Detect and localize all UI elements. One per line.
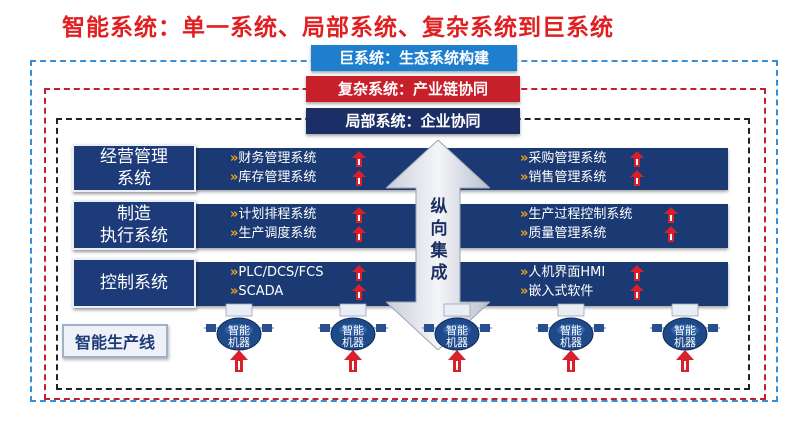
vertical-char: 向 (430, 219, 448, 239)
system-item: »生产调度系统 (230, 226, 316, 242)
system-item-label: 嵌入式软件 (528, 284, 594, 299)
system-item: »人机界面HMI (520, 265, 605, 281)
layer-band (196, 204, 728, 248)
robot-label-line1: 智能 (342, 323, 364, 337)
up-arrow-icon (352, 207, 366, 223)
system-item-label: 财务管理系统 (238, 151, 317, 166)
layer-label: 经营管理 系统 (72, 144, 196, 192)
robot-label-line2: 机器 (342, 335, 364, 349)
up-arrow-icon (352, 226, 366, 242)
system-item: »质量管理系统 (520, 226, 606, 242)
system-item-label: SCADA (238, 284, 284, 299)
complex-system-banner: 复杂系统：产业链协同 (306, 76, 520, 102)
vertical-char: 成 (430, 263, 448, 283)
chevron-icon: » (520, 265, 529, 280)
system-item: »库存管理系统 (230, 170, 316, 186)
up-arrow-icon (664, 226, 678, 242)
system-item-label: 库存管理系统 (238, 170, 317, 185)
up-arrow-icon (352, 265, 366, 281)
vertical-integration-arrow-icon (386, 140, 490, 350)
production-line-label: 智能生产线 (62, 324, 168, 358)
up-arrow-icon (352, 284, 366, 300)
robot-label-line1: 智能 (560, 323, 582, 337)
system-item-label: 生产调度系统 (238, 226, 317, 241)
vertical-integration-text: 纵 向 集 成 (428, 196, 450, 284)
chevron-icon: » (520, 226, 529, 241)
chevron-icon: » (520, 151, 529, 166)
chevron-icon: » (230, 170, 239, 185)
system-item-label: PLC/DCS/FCS (238, 265, 324, 280)
layer-label: 控制系统 (72, 258, 196, 308)
up-arrow-icon (630, 151, 644, 167)
chevron-icon: » (520, 284, 529, 299)
robot-label-line2: 机器 (446, 335, 468, 349)
system-item-label: 人机界面HMI (528, 265, 606, 280)
robot-label-line1: 智能 (446, 323, 468, 337)
local-system-banner: 局部系统：企业协同 (306, 108, 520, 134)
chevron-icon: » (520, 207, 529, 222)
system-item: »财务管理系统 (230, 151, 316, 167)
giant-system-banner: 巨系统：生态系统构建 (311, 45, 517, 71)
system-item-label: 生产过程控制系统 (528, 207, 633, 222)
chevron-icon: » (230, 226, 239, 241)
chevron-icon: » (520, 170, 529, 185)
up-arrow-icon (630, 265, 644, 281)
system-item: »PLC/DCS/FCS (230, 265, 323, 281)
vertical-char: 纵 (430, 197, 448, 217)
system-item: »计划排程系统 (230, 207, 316, 223)
system-item: »嵌入式软件 (520, 284, 593, 300)
up-arrow-icon (352, 170, 366, 186)
up-arrow-icon (630, 170, 644, 186)
up-arrow-icon (352, 151, 366, 167)
robot-label-line2: 机器 (674, 335, 696, 349)
up-arrow-icon (664, 207, 678, 223)
robot-label-line1: 智能 (228, 323, 250, 337)
system-item-label: 计划排程系统 (238, 207, 317, 222)
page-title: 智能系统：单一系统、局部系统、复杂系统到巨系统 (62, 15, 614, 41)
robot-label-line1: 智能 (674, 323, 696, 337)
chevron-icon: » (230, 151, 239, 166)
chevron-icon: » (230, 284, 239, 299)
system-item-label: 销售管理系统 (528, 170, 607, 185)
system-item-label: 采购管理系统 (528, 151, 607, 166)
robot-label-line2: 机器 (228, 335, 250, 349)
layer-label: 制造 执行系统 (72, 200, 196, 250)
system-item: »销售管理系统 (520, 170, 606, 186)
system-item-label: 质量管理系统 (528, 226, 607, 241)
system-item: »采购管理系统 (520, 151, 606, 167)
system-item: »SCADA (230, 284, 283, 300)
system-item: »生产过程控制系统 (520, 207, 632, 223)
robot-label-line2: 机器 (560, 335, 582, 349)
vertical-char: 集 (430, 241, 448, 261)
chevron-icon: » (230, 207, 239, 222)
chevron-icon: » (230, 265, 239, 280)
up-arrow-icon (630, 284, 644, 300)
